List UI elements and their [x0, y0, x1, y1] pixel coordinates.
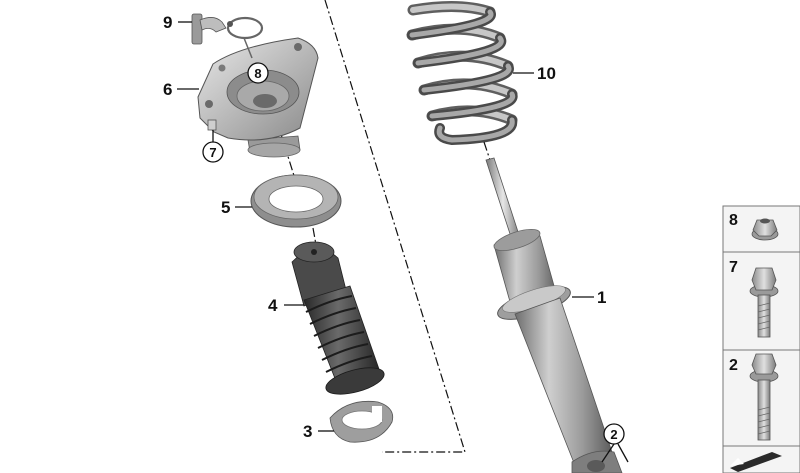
direction-arrow-icon [730, 452, 782, 472]
panel-label-7: 7 [729, 259, 738, 276]
nut-icon [751, 218, 779, 241]
spring-pad-ring[interactable] [250, 174, 342, 228]
callout-9: 9 [163, 13, 192, 32]
sensor-bracket[interactable] [191, 13, 264, 59]
panel-cell-bolt-7[interactable]: 7 [722, 251, 800, 351]
dust-boot[interactable] [291, 241, 387, 399]
callout-3-label: 3 [303, 422, 312, 441]
bolt-icon [749, 267, 779, 338]
callout-1-label: 1 [597, 288, 606, 307]
panel-cell-symbol[interactable] [722, 445, 800, 473]
callout-2-label: 2 [610, 427, 617, 442]
callout-4-label: 4 [268, 296, 278, 315]
buffer-ring[interactable] [329, 400, 394, 443]
panel-cell-bolt-2[interactable]: 2 [722, 349, 800, 447]
callout-8-label: 8 [254, 66, 261, 81]
callout-10: 10 [513, 64, 556, 83]
panel-label-8: 8 [729, 212, 738, 229]
callout-7-label: 7 [209, 145, 216, 160]
callout-6-label: 6 [163, 80, 172, 99]
callout-9-label: 9 [163, 13, 172, 32]
callout-3: 3 [303, 422, 334, 441]
coil-spring[interactable] [406, 0, 518, 146]
callout-1: 1 [572, 288, 606, 307]
shock-absorber[interactable] [485, 157, 623, 473]
panel-cell-nut[interactable]: 8 [722, 205, 800, 253]
callout-10-label: 10 [537, 64, 556, 83]
top-mount[interactable] [197, 37, 319, 158]
callout-8: 8 [247, 62, 269, 84]
callout-5-label: 5 [221, 198, 230, 217]
long-bolt-icon [749, 353, 779, 441]
callout-5: 5 [221, 198, 252, 217]
callout-6: 6 [163, 80, 199, 99]
parts-panel: 8 7 2 [722, 205, 800, 473]
panel-label-2: 2 [729, 357, 738, 374]
callout-4: 4 [268, 296, 304, 315]
group-boundary-line [324, 0, 466, 453]
spring-axis-line [483, 141, 491, 161]
callout-7: 7 [202, 130, 224, 163]
callout-2: 2 [601, 423, 629, 463]
